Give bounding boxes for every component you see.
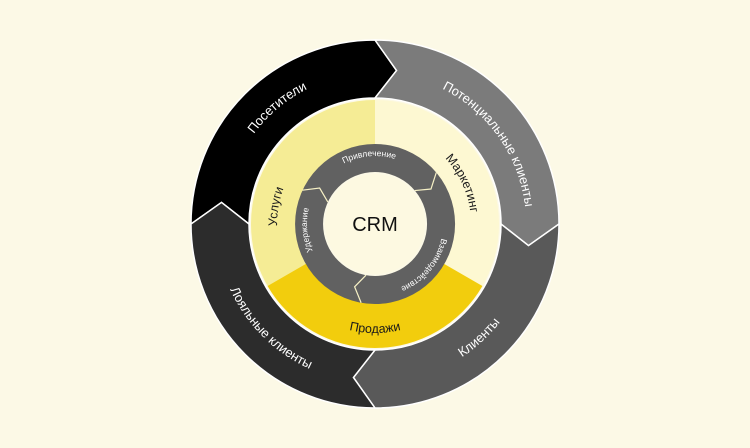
inner-arrow-notch-attraction [414,172,437,192]
inner-ring [295,143,456,305]
middle-segment-sales [267,263,483,349]
outer-segment-loyal-clients [190,201,377,409]
center-circle [325,174,425,274]
inner-arrow-notch-interaction [353,274,367,304]
inner-arrow-notch-retention [302,187,329,203]
center-label-crm: CRM [352,214,398,236]
inner-ring-band [295,143,456,305]
outer-ring [190,39,560,409]
label-sales: Продажи [348,319,401,336]
